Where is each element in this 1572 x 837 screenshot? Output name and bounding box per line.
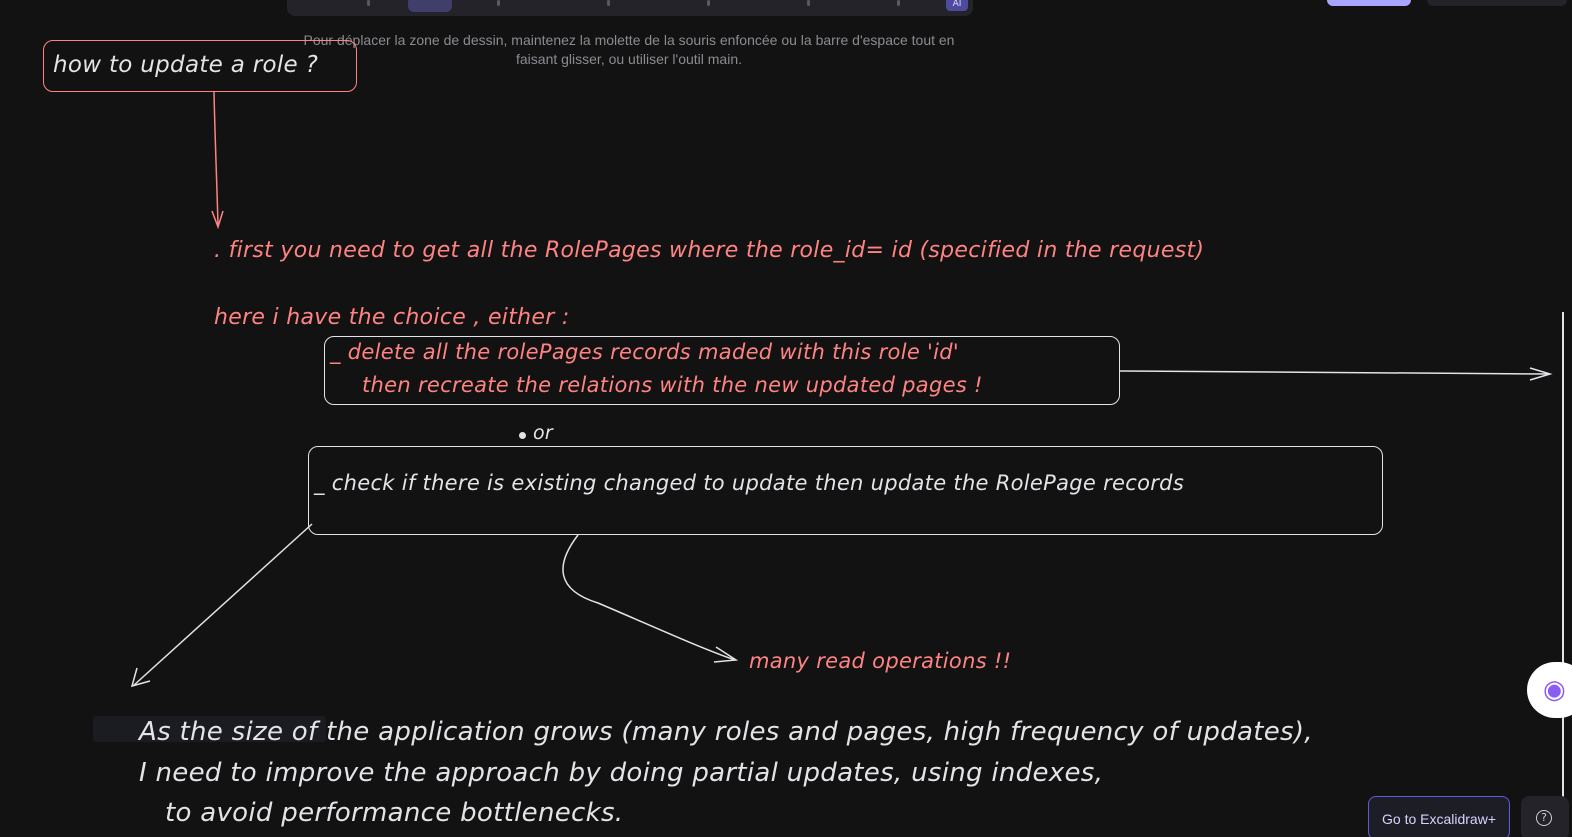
title-box[interactable]	[43, 40, 357, 92]
arrow-option-two-to-warning	[562, 534, 736, 661]
pan-hint: Pour déplacer la zone de dessin, mainten…	[303, 32, 955, 67]
choice-intro-text: here i have the choice , either :	[214, 305, 570, 330]
toolbar-tool[interactable]	[707, 0, 710, 6]
option-two-box[interactable]	[308, 446, 1383, 535]
toolbar-separator	[367, 0, 370, 6]
arrow-option-two-to-conclusion	[132, 523, 313, 687]
toolbar-tool[interactable]	[607, 0, 610, 6]
brain-icon: ◉	[1543, 675, 1566, 705]
arrowhead-option-one-right	[1529, 367, 1553, 381]
option-one-box[interactable]	[324, 336, 1120, 405]
ai-badge[interactable]: AI	[946, 0, 968, 11]
or-bullet	[519, 432, 526, 439]
arrow-option-one-right	[1119, 370, 1550, 375]
option-one-line1: _ delete all the rolePages records maded…	[330, 340, 959, 364]
conclusion-line2: I need to improve the approach by doing …	[139, 758, 1104, 788]
offscreen-shape-edge	[1562, 312, 1564, 835]
excalidraw-plus-button[interactable]: Go to Excalidraw+	[1368, 796, 1510, 837]
faint-element[interactable]	[93, 716, 326, 742]
warning-text: many read operations !!	[749, 649, 1012, 673]
arrow-title-to-step	[213, 91, 219, 227]
conclusion-line1: As the size of the application grows (ma…	[139, 717, 1313, 747]
option-one-line2: then recreate the relations with the new…	[362, 373, 983, 397]
title-text: how to update a role ?	[53, 52, 319, 78]
step-one-text: . first you need to get all the RolePage…	[214, 238, 1205, 263]
library-button[interactable]	[1427, 0, 1567, 6]
conclusion-line3: to avoid performance bottlenecks.	[165, 798, 624, 828]
arrowhead-option-two-to-conclusion	[130, 667, 151, 688]
toolbar-tool[interactable]	[897, 0, 900, 6]
selected-tool-button[interactable]	[408, 0, 452, 12]
toolbar-tool[interactable]	[497, 0, 500, 6]
arrowhead-title-to-step	[211, 210, 224, 230]
toolbar-tool[interactable]	[807, 0, 810, 6]
option-two-text: _ check if there is existing changed to …	[314, 471, 1185, 495]
arrowhead-option-two-to-warning	[713, 646, 739, 663]
or-label: or	[533, 422, 554, 444]
help-icon: ?	[1536, 810, 1552, 826]
shape-toolbar[interactable]	[287, 0, 973, 16]
ai-assistant-button[interactable]: ◉	[1527, 662, 1572, 718]
share-button[interactable]	[1327, 0, 1411, 6]
help-button[interactable]: ?	[1521, 796, 1569, 837]
